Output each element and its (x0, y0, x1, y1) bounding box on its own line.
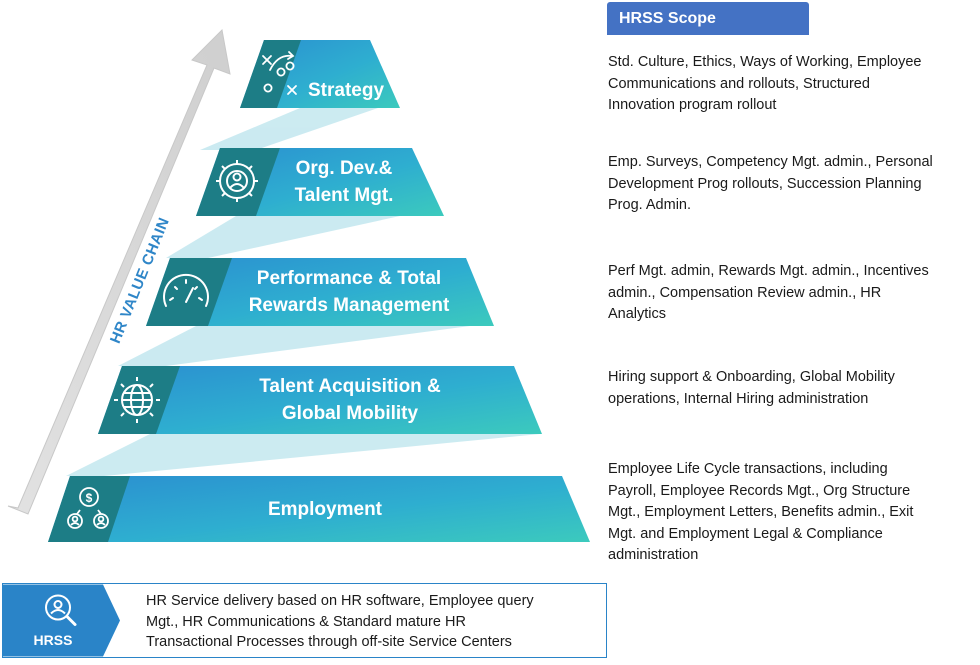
scope-line: Std. Culture, Ethics, Ways of Working, E… (608, 54, 922, 70)
scope-line: Analytics (608, 306, 667, 322)
scope-line: Development Prog rollouts, Succession Pl… (608, 175, 922, 192)
tier-label-line: Org. Dev.& (295, 158, 393, 179)
scope-line: Innovation program rollout (608, 97, 777, 113)
scope-item-strategy: Std. Culture, Ethics, Ways of Working, E… (608, 52, 973, 117)
tier-employment (48, 476, 590, 542)
scope-line: Perf Mgt. admin, Rewards Mgt. admin., In… (608, 263, 929, 279)
tier-label-line: Strategy (307, 79, 385, 101)
tier-connectors (66, 108, 540, 476)
globe-gear-icon (114, 377, 160, 423)
people-money-icon: $ (67, 487, 109, 529)
scope-item-performance: Perf Mgt. admin, Rewards Mgt. admin., In… (608, 261, 973, 326)
tier-label-performance: Performance & Total Rewards Management (214, 265, 484, 319)
scope-line: admin., Compensation Review admin., HR (608, 284, 882, 301)
scope-line: Mgt. and Employment Legal & Compliance (608, 525, 883, 542)
hrss-box: HRSS HR Service delivery based on HR sof… (2, 583, 607, 658)
scope-line: Prog. Admin. (608, 197, 692, 213)
tier-label-line: Rewards Management (248, 295, 450, 316)
tier-label-line: Global Mobility (281, 403, 419, 424)
speedometer-icon (163, 273, 209, 307)
tier-label-employment: Employment (130, 495, 520, 523)
tier-label-line: Talent Acquisition & (259, 376, 441, 397)
scope-line: Communications and rollouts, Structured (608, 75, 870, 92)
tier-label-line: Performance & Total (256, 268, 442, 289)
scope-line: Emp. Surveys, Competency Mgt. admin., Pe… (608, 154, 933, 170)
scope-line: operations, Internal Hiring administrati… (608, 390, 869, 407)
tier-org-dev (196, 148, 444, 216)
tier-label-org-dev: Org. Dev.& Talent Mgt. (262, 155, 426, 209)
scope-item-talent-acquisition: Hiring support & Onboarding, Global Mobi… (608, 367, 973, 410)
hrss-description: HR Service delivery based on HR software… (146, 591, 601, 653)
hrss-tab (3, 584, 120, 657)
scope-line: administration (608, 547, 699, 563)
value-chain-arrow (7, 28, 231, 515)
scope-line: Employee Life Cycle transactions, includ… (608, 461, 888, 477)
tier-strategy (240, 40, 400, 108)
gear-person-icon (216, 160, 258, 202)
scope-header: HRSS Scope (607, 2, 809, 35)
strategy-play-icon (262, 51, 297, 95)
tier-performance (146, 258, 494, 326)
scope-line: Payroll, Employee Records Mgt., Org Stru… (608, 482, 911, 499)
tier-label-talent-acquisition: Talent Acquisition & Global Mobility (190, 373, 510, 427)
tier-label-strategy: Strategy (300, 76, 392, 104)
tier-label-line: Talent Mgt. (294, 185, 394, 206)
svg-text:$: $ (86, 491, 93, 505)
hrss-label: HRSS (33, 632, 73, 648)
tier-label-line: Employment (267, 498, 383, 520)
scope-item-org-dev: Emp. Surveys, Competency Mgt. admin., Pe… (608, 152, 973, 217)
scope-line: Hiring support & Onboarding, Global Mobi… (608, 369, 895, 385)
hrss-line: Transactional Processes through off-site… (146, 634, 512, 650)
search-person-icon (45, 594, 77, 626)
scope-line: Mgt., Employment Letters, Benefits admin… (608, 504, 914, 520)
scope-item-employment: Employee Life Cycle transactions, includ… (608, 459, 973, 567)
hrss-line: HR Service delivery based on HR software… (146, 593, 534, 609)
hrss-line: Mgt., HR Communications & Standard matur… (146, 613, 466, 630)
